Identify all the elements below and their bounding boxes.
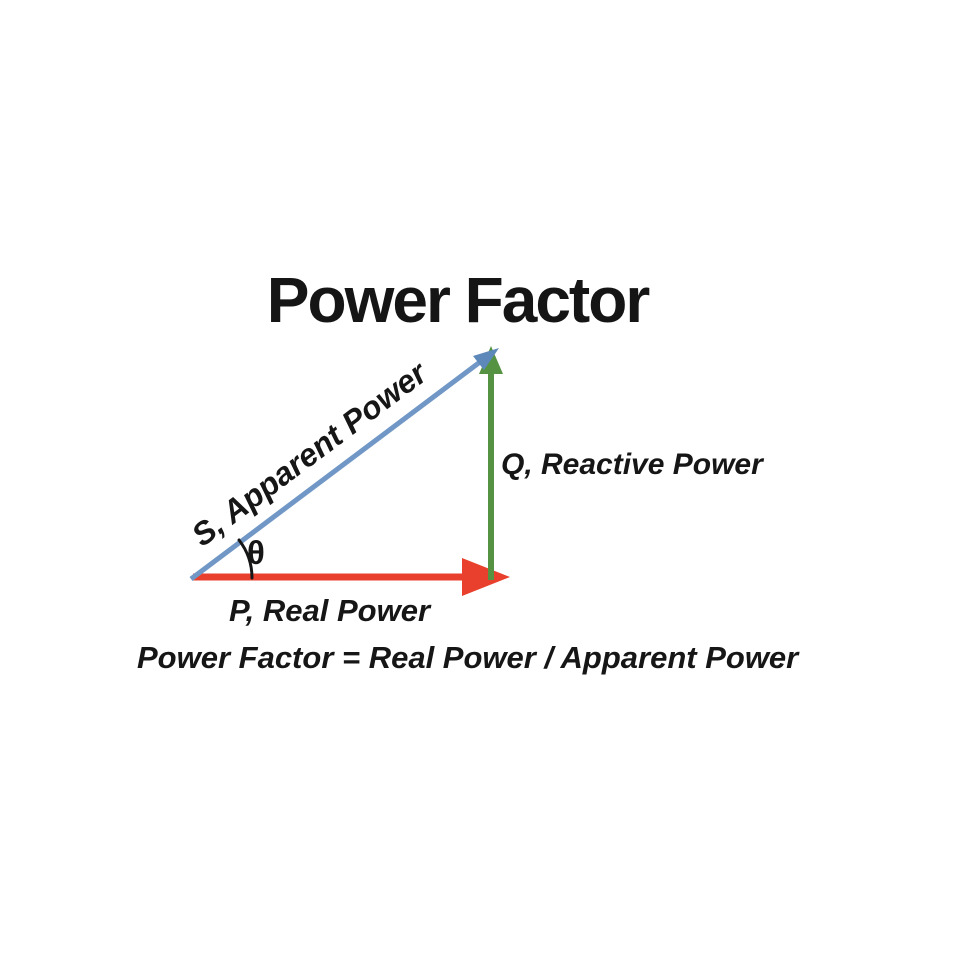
- theta-angle-arc: [237, 538, 254, 580]
- apparent-power-arrowhead-icon: [473, 348, 499, 370]
- real-power-arrowhead-icon: [462, 558, 510, 596]
- reactive-power-label: Q, Reactive Power: [501, 448, 763, 481]
- real-power-label: P, Real Power: [229, 593, 431, 628]
- power-factor-formula: Power Factor = Real Power / Apparent Pow…: [137, 640, 799, 675]
- apparent-power-arrow-shaft: [189, 357, 486, 581]
- theta-symbol: θ: [247, 534, 265, 571]
- diagram-title: Power Factor: [266, 264, 650, 336]
